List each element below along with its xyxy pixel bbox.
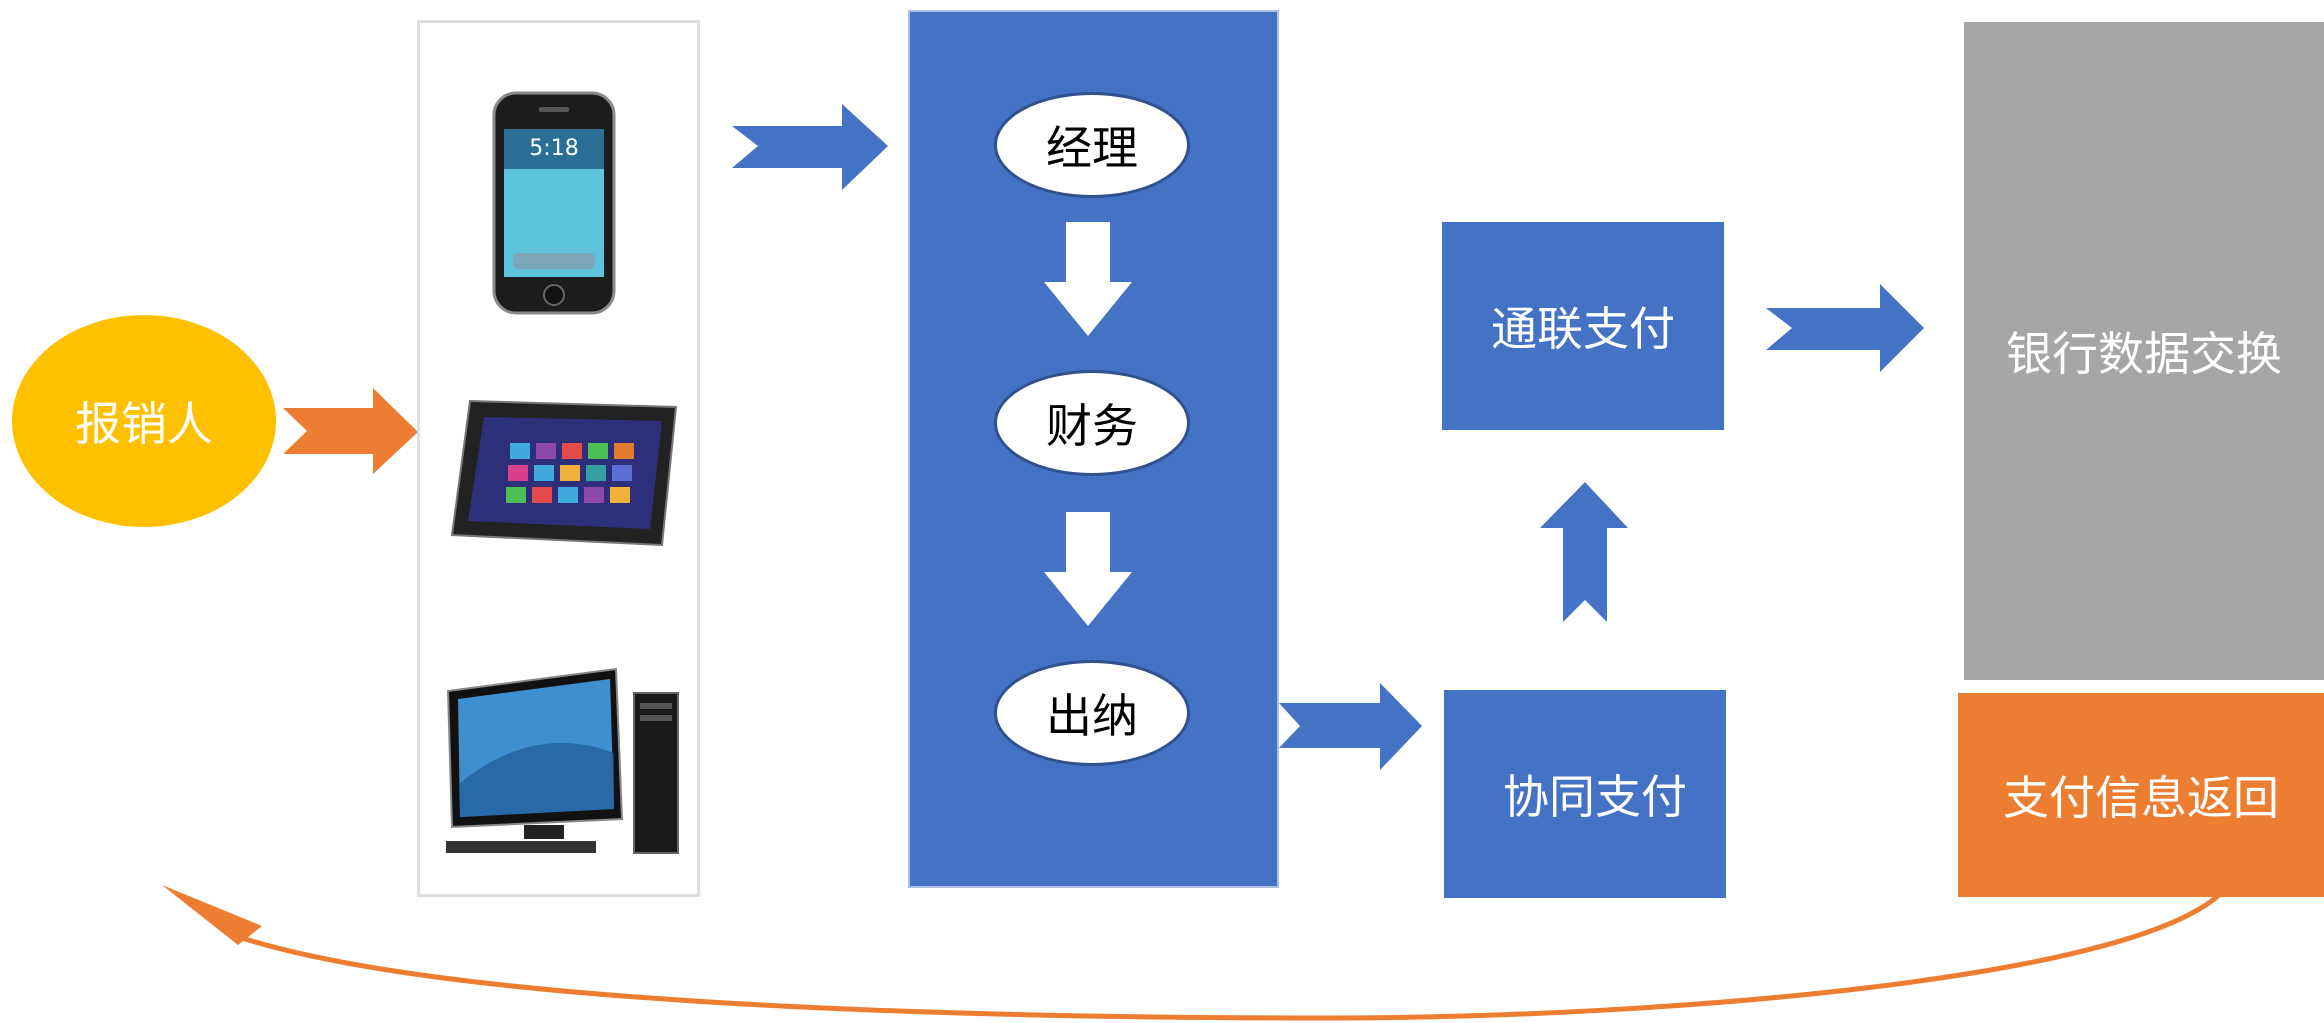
desktop-computer-icon: [444, 663, 680, 857]
reimburser-node: 报销人: [12, 315, 276, 527]
arrow-approval-to-collab: [1279, 683, 1422, 770]
arrow-collab-to-unionpay: [1540, 482, 1628, 622]
tablet-icon: [450, 395, 678, 555]
approval-step-cashier: 出纳: [994, 660, 1190, 766]
payment-return-label: 支付信息返回: [2003, 771, 2279, 825]
manager-label: 经理: [1046, 121, 1138, 175]
arrow-manager-to-finance: [1044, 222, 1132, 336]
phone-clock: 5:18: [529, 136, 578, 161]
payment-return-box: 支付信息返回: [1958, 693, 2324, 897]
bank-exchange-box: 银行数据交换: [1964, 22, 2324, 680]
reimburser-label: 报销人: [75, 397, 213, 451]
smartphone-icon: 5:18: [491, 91, 617, 315]
approval-step-manager: 经理: [994, 92, 1190, 198]
unionpay-box: 通联支付: [1442, 222, 1724, 430]
arrow-finance-to-cashier: [1044, 512, 1132, 626]
unionpay-label: 通联支付: [1491, 302, 1675, 356]
device-panel: 5:18: [417, 20, 700, 897]
bank-exchange-label: 银行数据交换: [2006, 327, 2282, 381]
return-curve-arrow: [229, 882, 2232, 1021]
collab-pay-label: 协同支付: [1503, 770, 1687, 824]
finance-label: 财务: [1046, 399, 1138, 453]
arrow-person-to-devices: [283, 388, 418, 474]
arrow-devices-to-approval: [732, 104, 888, 190]
approval-step-finance: 财务: [994, 370, 1190, 476]
cashier-label: 出纳: [1046, 689, 1138, 743]
arrow-unionpay-to-bank: [1766, 284, 1924, 372]
collab-pay-box: 协同支付: [1444, 690, 1726, 898]
return-arrowhead: [162, 885, 262, 945]
approval-flow-box: 经理 财务 出纳: [908, 10, 1279, 888]
